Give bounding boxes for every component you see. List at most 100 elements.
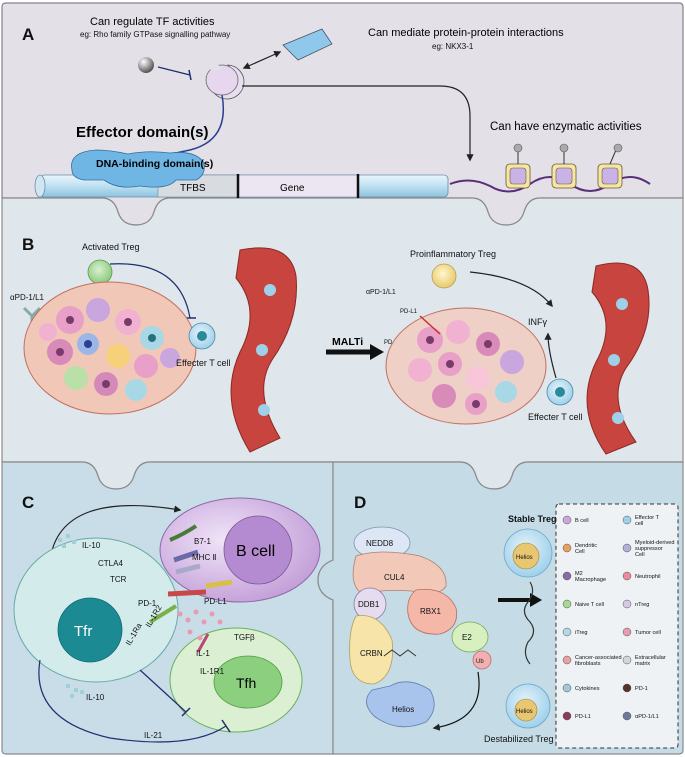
cytokines-icon	[562, 683, 572, 693]
legend-label: B cell	[575, 518, 589, 524]
tfh-nucleus	[213, 655, 283, 709]
proinflammatory-treg-icon	[431, 263, 457, 289]
tf-example-label: eg: Rho family GTPase signalling pathway	[80, 30, 230, 39]
ub-label: Ub	[476, 659, 484, 665]
neutrophil-icon	[622, 571, 632, 581]
legend-label: nTreg	[635, 602, 649, 608]
panel-c-letter: C	[22, 493, 34, 512]
panel-c: C B cell Tfr Tfh	[13, 493, 321, 743]
tfr-nucleus	[57, 597, 123, 663]
mhc-label: MHC Ⅱ	[192, 553, 216, 562]
legend-label: Cytokines	[575, 686, 600, 692]
helios-bottom-label: Helios	[516, 709, 533, 715]
tfh-label: Tfh	[236, 675, 256, 691]
tumor-mass-right	[385, 307, 547, 425]
legend-label: Naive T cell	[575, 602, 604, 608]
effector-t-cell-icon	[622, 515, 632, 525]
inhibition-line	[157, 66, 191, 76]
signalling-sphere-icon	[138, 57, 154, 73]
pd1-c-label: PD-1	[138, 599, 157, 608]
itreg-icon	[562, 627, 572, 637]
infg-label: INFγ	[528, 317, 547, 327]
e2-label: E2	[462, 633, 472, 642]
tumor-mass-left	[23, 281, 197, 415]
tfr-label: Tfr	[74, 623, 92, 640]
tf-regulation-label: Can regulate TF activities	[90, 16, 215, 28]
partner-protein-icon	[282, 28, 333, 61]
legend-label: PD-L1	[575, 714, 591, 720]
apd1-right-label: αPD-1/L1	[366, 289, 396, 296]
panel-a-letter: A	[22, 25, 34, 44]
enzymatic-label: Can have enzymatic activities	[490, 121, 642, 133]
nucleosome-icon	[505, 143, 531, 189]
pdl1-icon	[562, 711, 572, 721]
dendritic-cell-icon	[562, 543, 572, 553]
il1r1-label: IL-1R1	[200, 667, 225, 676]
nucleosome-icon	[597, 143, 623, 189]
panel-b: B Activated Treg αPD-1/L1 Effecter T cel…	[10, 235, 650, 455]
activated-treg-icon	[87, 259, 113, 285]
naive-t-cell-icon	[562, 599, 572, 609]
ubiquitin-icon	[472, 650, 492, 670]
ppi-example-label: eg: NKX3-1	[432, 42, 474, 51]
il10-bottom-label: IL-10	[86, 693, 105, 702]
b-cell-label: B cell	[236, 543, 275, 560]
caf-icon	[562, 655, 572, 665]
pdl1-right-label: PD-L1	[400, 309, 418, 315]
effector-domain-label: Effector domain(s)	[76, 124, 209, 141]
pd1-right-label: PD-1	[384, 340, 398, 346]
ctla4-label: CTLA4	[98, 559, 123, 568]
panel-d-letter: D	[354, 493, 366, 512]
rbx1-protein	[407, 589, 458, 635]
legend-label: PD-1	[635, 686, 648, 692]
effector-left-label: Effecter T cell	[176, 358, 231, 368]
b-cell-icon	[562, 515, 572, 525]
ppi-label: Can mediate protein-protein interactions	[368, 27, 564, 39]
ddb1-label: DDB1	[358, 600, 380, 609]
nucleosome-icon	[551, 143, 577, 189]
legend-label: Neutrophil	[635, 574, 661, 580]
nedd8-label: NEDD8	[366, 539, 394, 548]
il10-top-label: IL-10	[82, 541, 101, 550]
legend-label: iTreg	[575, 630, 588, 636]
cul4-label: CUL4	[384, 573, 405, 582]
ntreg-icon	[622, 599, 632, 609]
il1-label: IL-1	[196, 649, 210, 658]
pdl1-c-label: PD-L1	[204, 597, 227, 606]
tfbs-label: TFBS	[180, 183, 206, 194]
panel-d: D NEDD8 CUL4 DDB1 RBX1 CRBN E2 Ub Helios…	[349, 493, 679, 749]
pd1-icon	[622, 683, 632, 693]
crbn-label: CRBN	[360, 649, 383, 658]
apd1-left-label: αPD-1/L1	[10, 293, 45, 302]
panel-b-letter: B	[22, 235, 34, 254]
e2-protein	[451, 621, 489, 653]
crbn-protein	[349, 615, 393, 685]
b71-label: B7-1	[194, 537, 211, 546]
tumor-cell-icon	[622, 627, 632, 637]
b-cell-nucleus	[223, 515, 293, 585]
molecular-glue-icon	[523, 581, 535, 665]
helios-complex-label: Helios	[392, 705, 414, 714]
legend-label: αPD-1/L1	[635, 714, 659, 720]
tcr-label: TCR	[110, 575, 127, 584]
legend-box	[555, 503, 679, 749]
effector-right-label: Effecter T cell	[528, 412, 583, 422]
il21-label: IL-21	[144, 731, 163, 740]
legend-label: Tumor cell	[635, 630, 661, 636]
tgfb-label: TGFβ	[234, 633, 255, 642]
stable-treg-label: Stable Treg	[508, 514, 557, 524]
dna-binding-label: DNA-binding domain(s)	[96, 158, 213, 170]
dna-binding-domain	[71, 149, 205, 188]
apd1-icon	[622, 711, 632, 721]
m2-macrophage-icon	[562, 571, 572, 581]
helios-top-label: Helios	[516, 555, 533, 561]
destabilized-treg-label: Destabilized Treg	[484, 734, 554, 744]
